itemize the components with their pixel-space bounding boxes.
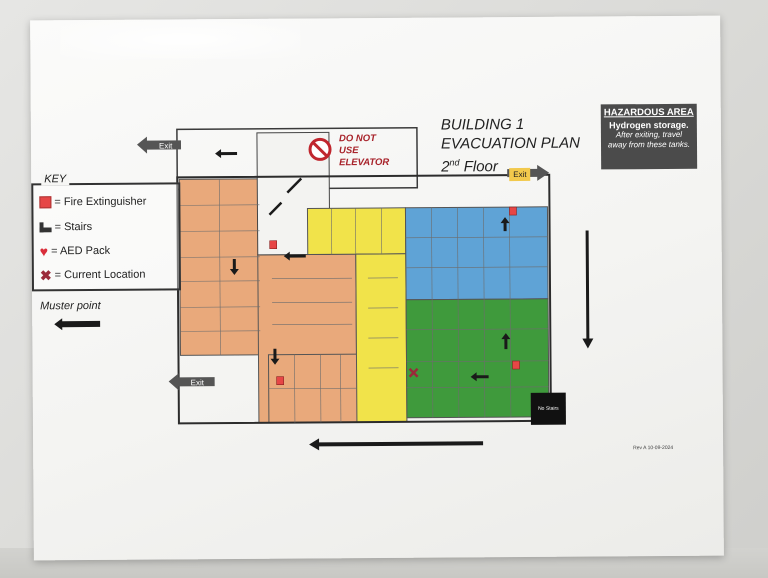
dne-line-2: USE	[339, 145, 359, 157]
legend-item-aed: ♥ = AED Pack	[39, 243, 111, 260]
zone-green	[405, 298, 550, 419]
route-arrows	[215, 149, 594, 451]
hazard-heading: HAZARDOUS AREA	[603, 106, 694, 119]
do-not-use-elevator: DO NOT USE ELEVATOR	[339, 133, 389, 169]
revision-note: Rev A 10-09-2024	[633, 444, 674, 452]
legend-label: = Stairs	[54, 220, 93, 234]
hazard-box: HAZARDOUS AREA Hydrogen storage. After e…	[600, 103, 698, 170]
floor-label: Floor	[463, 158, 498, 176]
dne-line-1: DO NOT	[338, 133, 376, 145]
no-stairs-block: No Stairs	[530, 392, 566, 425]
legend-label: = Current Location	[54, 268, 146, 282]
building-title: BUILDING 1	[440, 115, 525, 134]
zone-yellow-top	[306, 207, 407, 255]
exit-label-bottom-left: Exit	[190, 378, 205, 388]
legend-label: = Fire Extinguisher	[54, 195, 147, 209]
evacuation-plan-paper: BUILDING 1 EVACUATION PLAN 2nd Floor HAZ…	[30, 15, 724, 561]
current-location-icon: ✖	[39, 267, 52, 284]
dne-line-3: ELEVATOR	[339, 156, 390, 169]
exit-arrow-bottom-left	[168, 373, 215, 391]
plan-subtitle: EVACUATION PLAN	[440, 134, 580, 153]
legend-title: KEY	[41, 173, 70, 186]
legend-item-stairs: = Stairs	[39, 220, 93, 234]
exit-label-top-left: Exit	[158, 141, 173, 151]
stairs-icon	[39, 222, 52, 233]
hazard-subheading: Hydrogen storage.	[609, 119, 689, 131]
exit-label-top-right: Exit	[509, 167, 531, 182]
floor-suffix: nd	[449, 157, 460, 168]
hazard-text: After exiting, travel away from these ta…	[607, 129, 691, 150]
current-location-marker	[408, 367, 419, 378]
aed-heart-icon: ♥	[39, 243, 49, 260]
legend-item-extinguisher: = Fire Extinguisher	[39, 196, 146, 209]
exit-arrow-top-left	[136, 136, 182, 154]
zone-blue	[404, 206, 549, 301]
fire-extinguisher-icon	[39, 196, 52, 209]
legend-label: = AED Pack	[51, 244, 111, 258]
legend-item-location: ✖ = Current Location	[39, 267, 146, 284]
floor-plan	[136, 126, 594, 451]
extinguisher-markers	[269, 206, 520, 386]
muster-point-label: Muster point	[40, 299, 101, 313]
muster-arrow-icon	[54, 318, 101, 331]
